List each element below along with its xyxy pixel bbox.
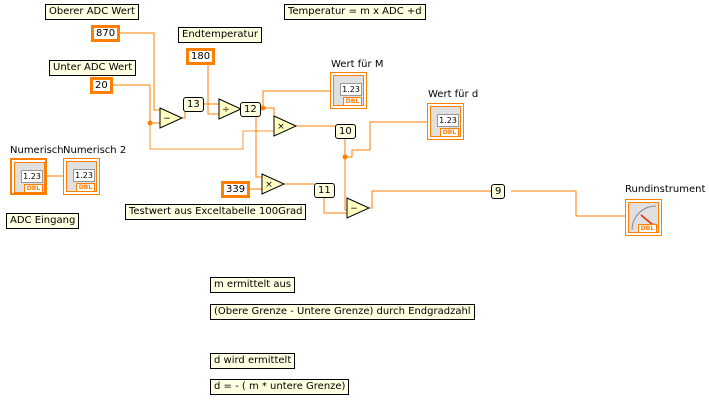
wire-endtemp bbox=[207, 57, 219, 115]
label-m-formula: (Obere Grenze - Untere Grenze) durch End… bbox=[210, 304, 475, 320]
caption-wert-m: Wert für M bbox=[331, 59, 384, 70]
constant-unter[interactable]: 20 bbox=[90, 77, 113, 94]
wire-11-sub2 bbox=[323, 198, 347, 214]
label-m-info: m ermittelt aus bbox=[210, 277, 296, 293]
constant-testwert[interactable]: 339 bbox=[221, 181, 251, 198]
multiply-function bbox=[273, 115, 298, 137]
label-oberer-adc: Oberer ADC Wert bbox=[45, 4, 139, 20]
caption-rundinstrument: Rundinstrument bbox=[625, 184, 706, 195]
wire-sub2-9 bbox=[368, 190, 491, 209]
wire-10-d bbox=[345, 121, 427, 158]
label-testwert: Testwert aus Exceltabelle 100Grad bbox=[125, 204, 307, 220]
caption-numerisch-2: Numerisch 2 bbox=[63, 145, 127, 156]
subtract-function bbox=[159, 107, 184, 129]
wire-9-rund bbox=[511, 190, 625, 217]
constant-endtemp[interactable]: 180 bbox=[186, 48, 216, 65]
svg-text:×: × bbox=[265, 180, 273, 190]
wire-12-mul2 bbox=[255, 116, 262, 178]
svg-text:÷: ÷ bbox=[222, 105, 230, 115]
junction bbox=[260, 105, 266, 111]
probe-11[interactable]: 11 bbox=[314, 183, 335, 198]
label-formula: Temperatur = m x ADC +d bbox=[284, 4, 426, 20]
probe-13[interactable]: 13 bbox=[183, 97, 204, 112]
wire-unter bbox=[108, 84, 160, 124]
probe-10[interactable]: 10 bbox=[335, 124, 356, 139]
junction bbox=[342, 154, 348, 160]
wire-unter-mul1 bbox=[149, 123, 274, 150]
caption-wert-d: Wert für d bbox=[428, 89, 479, 100]
wire-oberer bbox=[115, 32, 160, 111]
svg-text:−: − bbox=[350, 204, 358, 214]
wire-10-down bbox=[344, 138, 347, 211]
label-endtemperatur: Endtemperatur bbox=[178, 27, 262, 43]
junction bbox=[147, 120, 153, 126]
svg-text:−: − bbox=[163, 114, 171, 124]
divide-function bbox=[218, 98, 243, 120]
multiply-function-2 bbox=[261, 173, 286, 195]
gauge-indicator-rundinstrument[interactable]: DBL bbox=[625, 199, 662, 236]
wire-12-m bbox=[262, 90, 330, 108]
label-d-formula: d = - ( m * untere Grenze) bbox=[210, 379, 350, 395]
probe-9[interactable]: 9 bbox=[491, 184, 506, 199]
constant-oberer[interactable]: 870 bbox=[91, 25, 121, 42]
subtract-function-2 bbox=[346, 197, 371, 219]
label-unter-adc: Unter ADC Wert bbox=[49, 60, 137, 76]
caption-numerisch: Numerisch bbox=[10, 145, 64, 156]
probe-12[interactable]: 12 bbox=[240, 102, 261, 117]
svg-text:×: × bbox=[277, 122, 285, 132]
label-adc-eingang: ADC Eingang bbox=[6, 213, 80, 229]
label-d-info: d wird ermittelt bbox=[210, 353, 296, 369]
